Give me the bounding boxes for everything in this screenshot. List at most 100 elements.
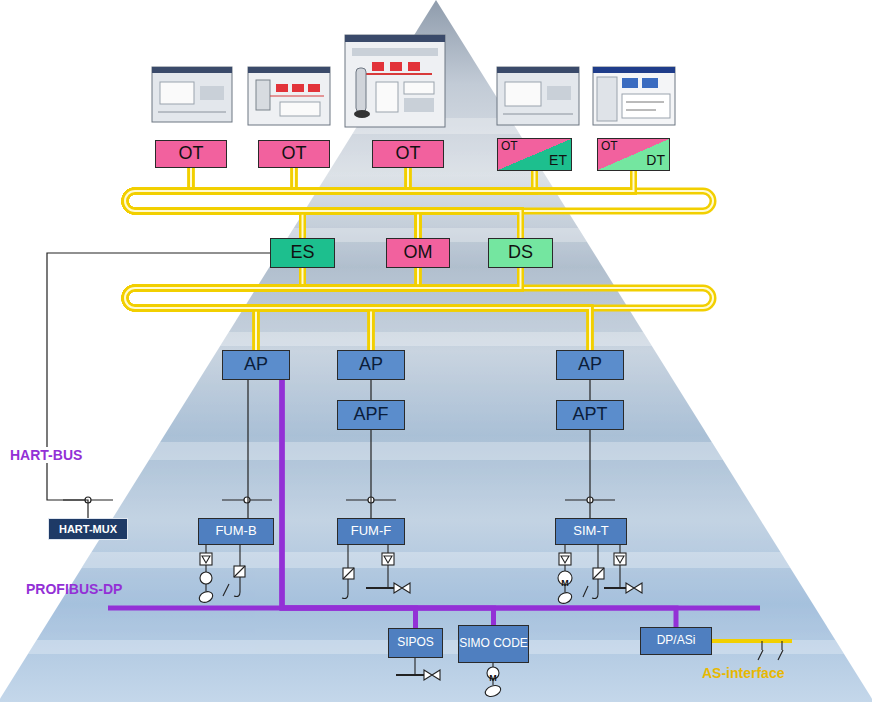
bus-pipe-core (125, 171, 634, 239)
valve-symbol (424, 670, 440, 680)
operator-engineering-terminal: OTET (497, 138, 572, 171)
box-label: APF (353, 405, 388, 425)
actuator-controller: SIPOS (388, 628, 443, 658)
bus-pipe (125, 268, 590, 350)
device-wire (619, 545, 620, 553)
screen-frame (345, 35, 445, 127)
bus-link (125, 168, 521, 238)
screen-panel (280, 102, 320, 116)
box-label: ET (549, 153, 567, 168)
box-label: AP (244, 355, 268, 375)
transmitter-symbol (200, 553, 212, 565)
screen-frame (497, 67, 579, 125)
bus-pipe (125, 171, 535, 239)
band (0, 332, 872, 346)
screen-frame (248, 67, 330, 125)
bus-pipe (125, 268, 590, 350)
bus-pipe (125, 168, 408, 238)
hart-multiplexer: HART-MUX (48, 518, 128, 540)
screen-line (158, 112, 226, 113)
screen-panel (505, 82, 541, 106)
bus-pipe (125, 168, 521, 238)
device-wire (387, 545, 388, 553)
bus-pipe (125, 268, 590, 350)
screen-thumbnail (593, 67, 675, 125)
screen-titlebar (152, 67, 232, 73)
bus-pipe-core (125, 171, 535, 239)
probe-symbol (342, 579, 348, 599)
label-anchor: HART-BUS (8, 446, 84, 464)
switch-symbol (778, 650, 783, 660)
screen-block (308, 84, 320, 92)
bus-pipe-core (125, 268, 590, 350)
field-module: SIM-T (555, 518, 627, 545)
screen-line (626, 102, 664, 103)
screen-panel (547, 86, 571, 100)
device-wire (205, 545, 206, 553)
bus-pipe-core (125, 168, 418, 238)
screen-block (408, 62, 420, 71)
bus-pipe-core (125, 168, 521, 238)
transmitter-symbol (561, 556, 569, 563)
device-wire (564, 565, 565, 571)
profibus-line (282, 380, 676, 627)
transmitter-symbol (559, 553, 571, 565)
operator-terminal: OT (372, 140, 444, 168)
device-wire (761, 641, 762, 650)
bus-link (125, 168, 521, 238)
signal-line (589, 430, 590, 518)
device-wire (564, 545, 565, 553)
bus-link (125, 171, 634, 239)
bus-link (125, 171, 634, 239)
box-label: AP (359, 355, 383, 375)
sensor-symbol (234, 566, 245, 577)
bus-pipe-core (125, 171, 634, 239)
junction-dot (244, 497, 250, 503)
box-label: DT (646, 153, 665, 168)
automation-processor: AP (556, 350, 624, 380)
screen-line (626, 110, 656, 111)
label-anchor: M (486, 667, 500, 685)
screen-tree (597, 77, 617, 121)
device-wire (781, 641, 782, 650)
sensor-symbol (343, 568, 354, 579)
screen-panel (352, 48, 438, 56)
bus-pipe-core (125, 171, 634, 239)
screen-thumbnail (248, 67, 330, 125)
screen-thumbnail (345, 35, 445, 127)
sensor-symbol (593, 568, 604, 579)
device-wire (414, 668, 415, 675)
device-wire (205, 584, 206, 591)
motor-controller: SIMO CODE (458, 625, 529, 663)
screen-line (503, 114, 573, 115)
diagnosis-station: DS (488, 238, 553, 268)
pump-symbol (557, 591, 574, 606)
device-wire (619, 565, 620, 588)
operator-diagnosis-terminal: OTDT (597, 138, 670, 171)
pyramid-bands (0, 118, 872, 654)
screen-titlebar (593, 67, 675, 73)
transmitter-symbol (614, 553, 626, 565)
box-label: SIM-T (573, 524, 608, 538)
bus-pipe (125, 171, 634, 239)
screen-panel (404, 82, 434, 94)
screen-line (362, 73, 432, 75)
bus-pipe (125, 168, 521, 238)
bus-pipe-core (125, 168, 408, 238)
band (0, 552, 872, 568)
device-wire (387, 565, 388, 588)
screen-tower (356, 68, 366, 112)
bus-link (125, 168, 418, 238)
bus-pipe (125, 168, 521, 238)
bus-name: AS-interface (702, 665, 784, 681)
bus-pipe (125, 168, 418, 238)
screen-panel (160, 82, 194, 104)
box-label: OT (282, 144, 307, 164)
bus-pipe (125, 168, 303, 238)
screen-burner (354, 110, 370, 118)
screen-icon (622, 78, 638, 88)
screen-panel (622, 94, 670, 118)
turbine-processor: APT (556, 400, 624, 430)
screen-line (270, 96, 324, 97)
